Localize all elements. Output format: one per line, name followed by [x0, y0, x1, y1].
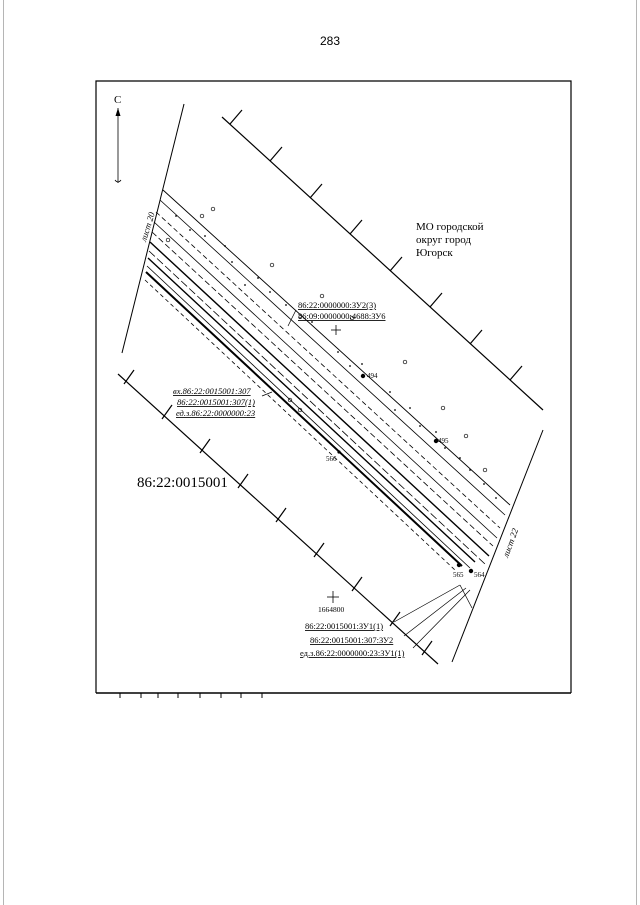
sheet-20-label: лист 20 [138, 210, 157, 243]
leader-line-upper [287, 309, 297, 327]
point-565-label: 565 [453, 571, 464, 579]
region-label-line-2: округ город [416, 234, 471, 246]
region-label-line-1: МО городской [416, 221, 484, 233]
page-edge-right [636, 0, 637, 905]
parcel-label-lower-1: 86:22:0015001:ЗУ1(1) [305, 621, 383, 631]
point-494-label: 494 [367, 372, 378, 380]
leader-line-lower-3 [412, 589, 471, 649]
parcel-label-upper-2: 86:09:0000000:4688:ЗУ6 [298, 311, 386, 321]
point-495-label: 495 [438, 437, 449, 445]
sheet-boundary-right [451, 429, 544, 663]
page-edge-left [3, 0, 4, 905]
bottom-scale-ticks [119, 693, 263, 698]
boundary-hatched-upper [221, 109, 544, 411]
point-566-label: 566 [326, 455, 337, 463]
grid-cross-lower [327, 591, 339, 603]
terrain-circles [165, 206, 488, 473]
region-label-line-3: Югорск [416, 247, 453, 259]
north-arrow-icon [114, 108, 122, 183]
parcel-label-left-2: 86:22:0015001:307(1) [177, 397, 255, 407]
terrain-dots [175, 215, 497, 499]
survey-points [337, 373, 474, 574]
point-564-label: 564 [474, 571, 485, 579]
grid-cross-upper [331, 325, 341, 335]
parcel-label-lower-3: ед.з.86:22:0000000:23:ЗУ1(1) [300, 648, 405, 658]
map-frame [95, 80, 572, 693]
cadastral-quarter-label: 86:22:0015001 [137, 475, 228, 491]
coordinate-label: 1664800 [318, 605, 345, 614]
leader-line-lower-2 [403, 587, 467, 637]
parcel-label-left-3: ед.з.86:22:0000000:23 [176, 408, 255, 418]
sheet-boundary-left [121, 103, 185, 354]
page-number: 283 [319, 34, 341, 48]
leader-line-lower-4 [459, 584, 473, 609]
road-corridor [144, 189, 511, 571]
leader-line-lower-1 [393, 584, 461, 623]
boundary-hatched-lower [117, 369, 439, 665]
leader-line-left [261, 391, 273, 397]
north-label: С [114, 94, 121, 106]
parcel-label-left-1: вх.86:22:0015001:307 [173, 386, 251, 396]
parcel-label-upper-1: 86:22:0000000:ЗУ2(3) [298, 300, 376, 310]
parcel-label-lower-2: 86:22:0015001:307:ЗУ2 [310, 635, 393, 645]
